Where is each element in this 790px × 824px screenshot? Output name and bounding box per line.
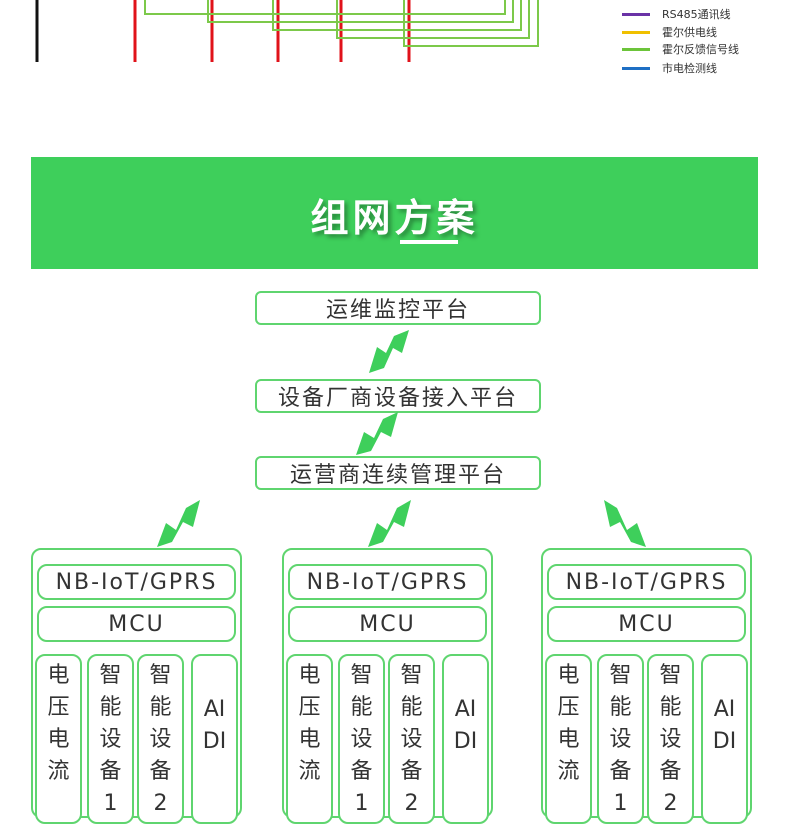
column-char: DI — [453, 729, 478, 754]
legend-swatch — [622, 66, 650, 70]
voltage-current-column: 电 压 电 流 — [35, 654, 82, 824]
lightning-icon — [369, 330, 409, 373]
column-char: 流 — [47, 759, 70, 784]
column-char: 备 — [400, 759, 423, 784]
column-char: 电 — [298, 727, 321, 752]
smart-device-1-column: 智 能 设 备 1 — [597, 654, 644, 824]
column-char: 智 — [99, 663, 122, 688]
column-char: 流 — [298, 759, 321, 784]
ai-di-column: AI DI — [442, 654, 489, 824]
lightning-icon — [157, 500, 200, 547]
mcu-box: MCU — [288, 606, 487, 642]
legend-swatch — [622, 47, 650, 51]
column-char: 设 — [350, 727, 373, 752]
column-char: 设 — [400, 727, 423, 752]
legend-label: 市电检测线 — [662, 62, 717, 75]
column-char: 备 — [99, 759, 122, 784]
smart-device-2-column: 智 能 设 备 2 — [137, 654, 184, 824]
legend-item-hall-power: 霍尔供电线 — [622, 24, 717, 40]
vendor-platform-node: 设备厂商设备接入平台 — [255, 379, 541, 413]
voltage-current-column: 电 压 电 流 — [286, 654, 333, 824]
column-char: DI — [712, 729, 737, 754]
comm-module-box: NB-IoT/GPRS — [547, 564, 746, 600]
column-char: 备 — [350, 759, 373, 784]
column-char: 能 — [99, 695, 122, 720]
carrier-platform-node: 运营商连续管理平台 — [255, 456, 541, 490]
device-group-3: NB-IoT/GPRS MCU 电 压 电 流 智 能 设 备 1 智 能 设 … — [541, 548, 752, 824]
legend-label: RS485通讯线 — [662, 8, 731, 21]
column-char: AI — [454, 697, 477, 722]
section-banner: 组网方案 — [31, 157, 758, 269]
lightning-icon — [604, 500, 646, 547]
lightning-icon — [368, 500, 411, 547]
ops-platform-node: 运维监控平台 — [255, 291, 541, 325]
column-char: 能 — [149, 695, 172, 720]
column-char: 能 — [659, 695, 682, 720]
smart-device-1-column: 智 能 设 备 1 — [338, 654, 385, 824]
column-char: AI — [713, 697, 736, 722]
lightning-icon — [356, 412, 398, 455]
column-char: 设 — [99, 727, 122, 752]
column-char: 电 — [557, 663, 580, 688]
column-char: 2 — [663, 791, 678, 816]
column-char: 设 — [149, 727, 172, 752]
column-char: 设 — [659, 727, 682, 752]
column-char: 能 — [400, 695, 423, 720]
column-char: 能 — [350, 695, 373, 720]
wire-green-loops — [144, 0, 539, 47]
column-char: 备 — [659, 759, 682, 784]
smart-device-1-column: 智 能 设 备 1 — [87, 654, 134, 824]
column-char: 备 — [149, 759, 172, 784]
column-char: 备 — [609, 759, 632, 784]
smart-device-2-column: 智 能 设 备 2 — [647, 654, 694, 824]
smart-device-2-column: 智 能 设 备 2 — [388, 654, 435, 824]
column-char: 智 — [350, 663, 373, 688]
column-char: 压 — [298, 695, 321, 720]
column-char: 能 — [609, 695, 632, 720]
column-char: 电 — [557, 727, 580, 752]
column-char: 智 — [659, 663, 682, 688]
wiring-diagram — [35, 0, 539, 62]
ai-di-column: AI DI — [701, 654, 748, 824]
column-char: 流 — [557, 759, 580, 784]
device-group-2: NB-IoT/GPRS MCU 电 压 电 流 智 能 设 备 1 智 能 设 … — [282, 548, 493, 824]
legend-item-mains: 市电检测线 — [622, 60, 717, 76]
column-char: 智 — [609, 663, 632, 688]
column-char: 压 — [47, 695, 70, 720]
column-char: 电 — [298, 663, 321, 688]
mcu-box: MCU — [37, 606, 236, 642]
comm-module-box: NB-IoT/GPRS — [37, 564, 236, 600]
column-char: DI — [202, 729, 227, 754]
column-char: 智 — [400, 663, 423, 688]
legend-swatch — [622, 30, 650, 34]
device-group-1: NB-IoT/GPRS MCU 电 压 电 流 智 能 设 备 1 智 能 设 … — [31, 548, 242, 824]
column-char: 电 — [47, 727, 70, 752]
column-char: 智 — [149, 663, 172, 688]
mcu-box: MCU — [547, 606, 746, 642]
banner-title: 组网方案 — [310, 196, 479, 240]
column-char: AI — [203, 697, 226, 722]
column-char: 2 — [153, 791, 168, 816]
column-char: 压 — [557, 695, 580, 720]
legend-swatch — [622, 12, 650, 16]
legend-label: 霍尔反馈信号线 — [662, 43, 739, 56]
column-char: 1 — [103, 791, 118, 816]
legend-item-hall-signal: 霍尔反馈信号线 — [622, 41, 739, 57]
column-char: 2 — [404, 791, 419, 816]
column-char: 1 — [613, 791, 628, 816]
column-char: 设 — [609, 727, 632, 752]
ai-di-column: AI DI — [191, 654, 238, 824]
legend-label: 霍尔供电线 — [662, 26, 717, 39]
column-char: 1 — [354, 791, 369, 816]
legend-item-rs485: RS485通讯线 — [622, 6, 731, 22]
banner-underline — [400, 240, 458, 244]
column-char: 电 — [47, 663, 70, 688]
voltage-current-column: 电 压 电 流 — [545, 654, 592, 824]
comm-module-box: NB-IoT/GPRS — [288, 564, 487, 600]
